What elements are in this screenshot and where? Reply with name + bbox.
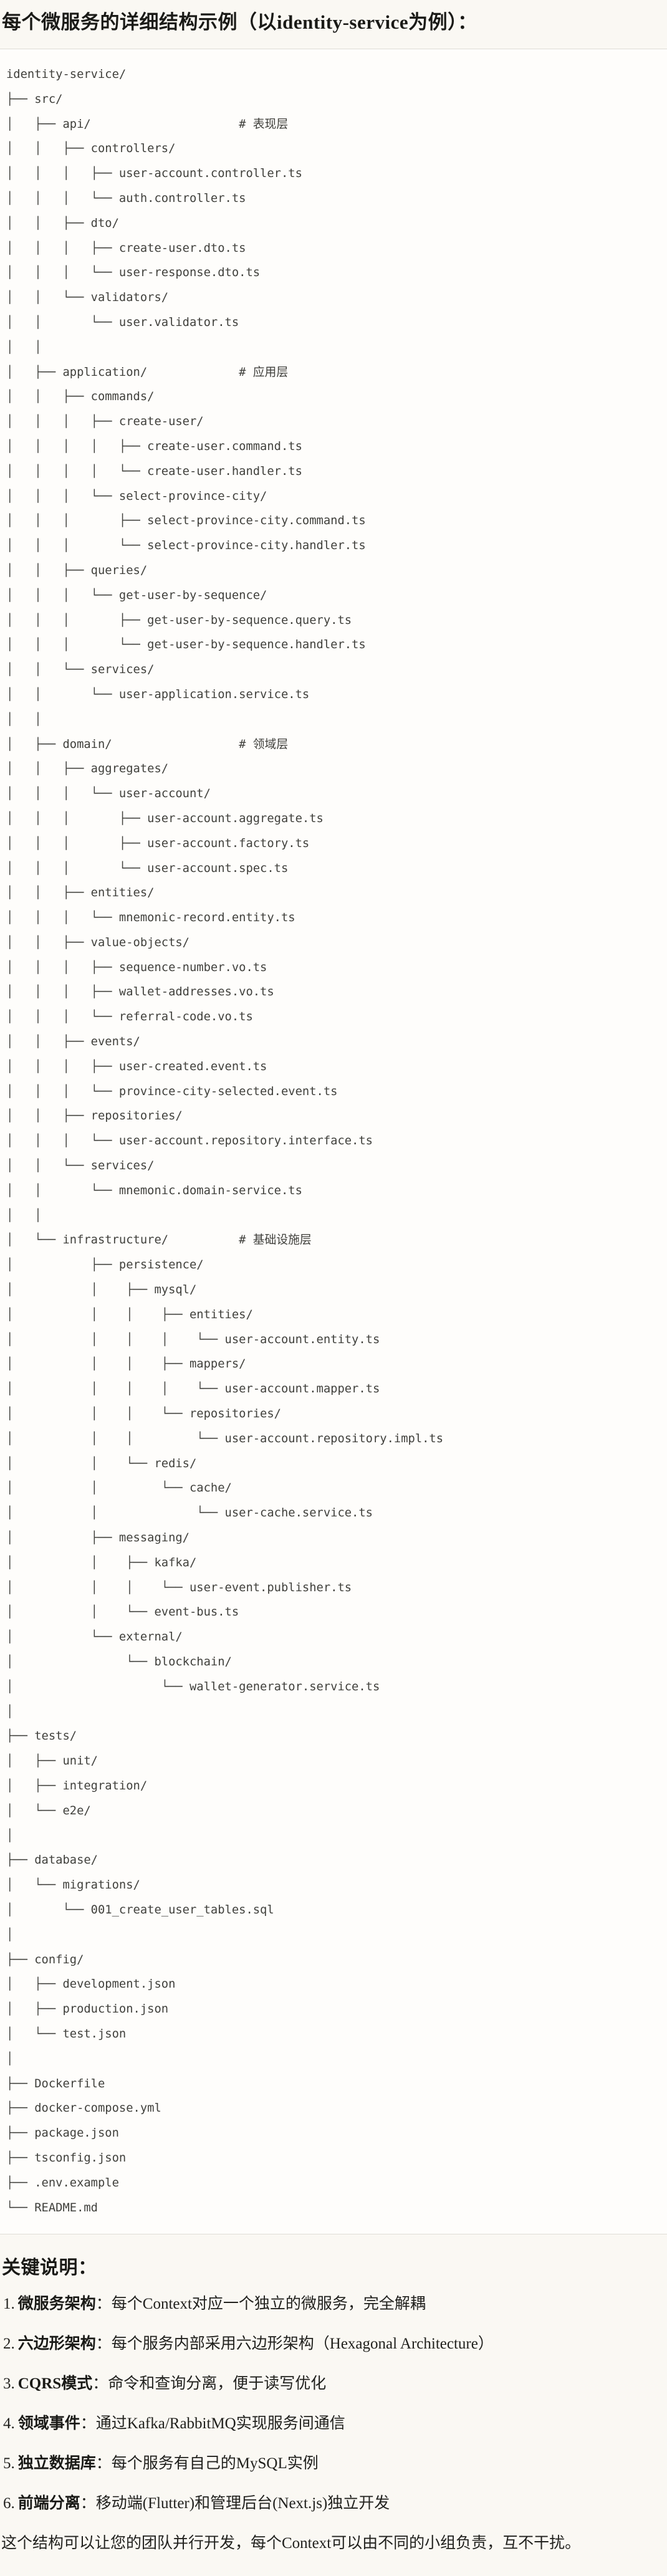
note-label: 六边形架构 (17, 2335, 96, 2353)
note-text: ：命令和查询分离，便于读写优化 (92, 2375, 327, 2393)
note-label: 前端分离 (17, 2495, 80, 2512)
notes-heading: 关键说明： (2, 2258, 97, 2279)
note-text: ：每个Context对应一个独立的微服务，完全解耦 (95, 2296, 426, 2313)
note-item: 5.独立数据库：每个服务有自己的MySQL实例 (3, 2456, 667, 2471)
note-number: 5. (3, 2455, 15, 2473)
document-page: 每个微服务的详细结构示例（以identity-service为例）： ident… (0, 10, 667, 2551)
note-item: 4.领域事件：通过Kafka/RabbitMQ实现服务间通信 (3, 2416, 667, 2431)
note-text: ：通过Kafka/RabbitMQ实现服务间通信 (80, 2415, 345, 2433)
notes-list: 1.微服务架构：每个Context对应一个独立的微服务，完全解耦 2.六边形架构… (0, 2296, 667, 2511)
note-label: 独立数据库 (17, 2455, 96, 2473)
note-text: ：每个服务内部采用六边形架构（Hexagonal Architecture） (95, 2335, 494, 2353)
note-number: 4. (3, 2415, 15, 2433)
closing-paragraph: 这个结构可以让您的团队并行开发，每个Context可以由不同的小组负责，互不干扰… (1, 2535, 581, 2552)
note-text: ：每个服务有自己的MySQL实例 (95, 2455, 319, 2473)
note-item: 3.CQRS模式：命令和查询分离，便于读写优化 (3, 2376, 667, 2392)
note-label: 领域事件 (17, 2415, 80, 2433)
note-item: 2.六边形架构：每个服务内部采用六边形架构（Hexagonal Architec… (3, 2336, 667, 2352)
note-label: 微服务架构 (17, 2296, 96, 2313)
note-number: 6. (3, 2495, 15, 2512)
note-text: ：移动端(Flutter)和管理后台(Next.js)独立开发 (80, 2495, 390, 2512)
note-item: 1.微服务架构：每个Context对应一个独立的微服务，完全解耦 (3, 2296, 667, 2312)
directory-tree-code-block: identity-service/ ├── src/ │ ├── api/ # … (0, 49, 667, 2235)
note-number: 2. (3, 2335, 15, 2353)
note-item: 6.前端分离：移动端(Flutter)和管理后台(Next.js)独立开发 (3, 2496, 667, 2511)
page-title: 每个微服务的详细结构示例（以identity-service为例）： (2, 11, 477, 33)
note-label: CQRS模式 (17, 2375, 93, 2393)
note-number: 3. (3, 2375, 15, 2393)
note-number: 1. (3, 2296, 15, 2313)
